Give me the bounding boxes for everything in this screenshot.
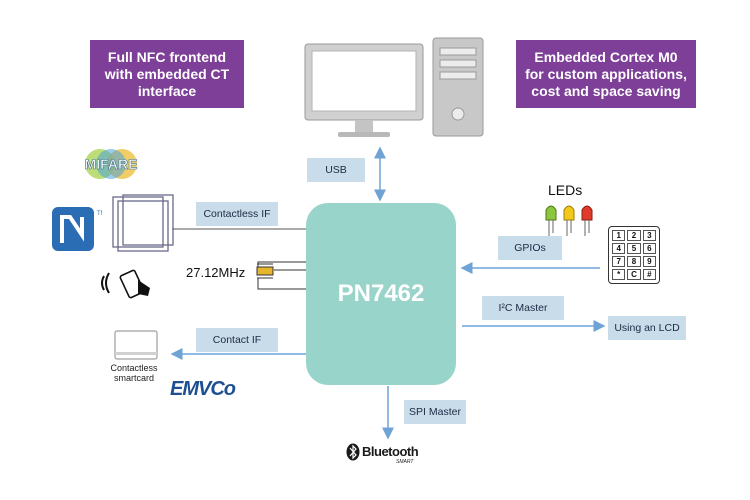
- keypad-key: 4: [612, 243, 626, 254]
- spi-master-label: SPI Master: [404, 400, 466, 424]
- computer-icon: [304, 37, 484, 137]
- keypad-key: C: [627, 269, 641, 280]
- emvco-logo: EMVCo: [170, 378, 236, 400]
- i2c-master-label: I²C Master: [482, 296, 564, 320]
- contact-if-label: Contact IF: [196, 328, 278, 352]
- smartcard-label: Contactless smartcard: [110, 363, 158, 383]
- keypad-icon: 1 2 3 4 5 6 7 8 9 * C #: [608, 226, 660, 284]
- nfc-frontend-callout: Full NFC frontend with embedded CT inter…: [90, 40, 244, 108]
- crystal-icon: [256, 263, 274, 279]
- leds-icon: [545, 205, 593, 236]
- mifare-text: MIFARE: [85, 156, 138, 172]
- keypad-key: 1: [612, 230, 626, 241]
- keypad-key: 8: [627, 256, 641, 267]
- smartcard-icon: [114, 330, 158, 360]
- antenna-icon: [112, 194, 174, 252]
- contactless-if-label: Contactless IF: [196, 202, 278, 226]
- keypad-key: *: [612, 269, 626, 280]
- keypad-key: #: [642, 269, 656, 280]
- pn7462-chip: [306, 203, 456, 385]
- usb-label: USB: [307, 158, 365, 182]
- gpios-label: GPIOs: [498, 236, 562, 260]
- bluetooth-smart-label: SMART: [396, 459, 414, 465]
- cortex-m0-callout: Embedded Cortex M0 for custom applicatio…: [516, 40, 696, 108]
- keypad-key: 5: [627, 243, 641, 254]
- bluetooth-icon: [346, 443, 360, 461]
- keypad-key: 3: [642, 230, 656, 241]
- tap-card-icon: [101, 269, 150, 299]
- using-lcd-label: Using an LCD: [608, 316, 686, 340]
- bluetooth-label: Bluetooth: [362, 444, 419, 459]
- keypad-key: 2: [627, 230, 641, 241]
- leds-label: LEDs: [548, 182, 583, 198]
- keypad-key: 7: [612, 256, 626, 267]
- keypad-key: 9: [642, 256, 656, 267]
- nfc-logo-icon: TM: [52, 207, 102, 251]
- chip-name: PN7462: [337, 280, 425, 307]
- svg-text:TM: TM: [97, 211, 102, 217]
- keypad-key: 6: [642, 243, 656, 254]
- crystal-frequency-label: 27.12MHz: [186, 265, 246, 280]
- mifare-logo-icon: MIFARE: [84, 149, 138, 179]
